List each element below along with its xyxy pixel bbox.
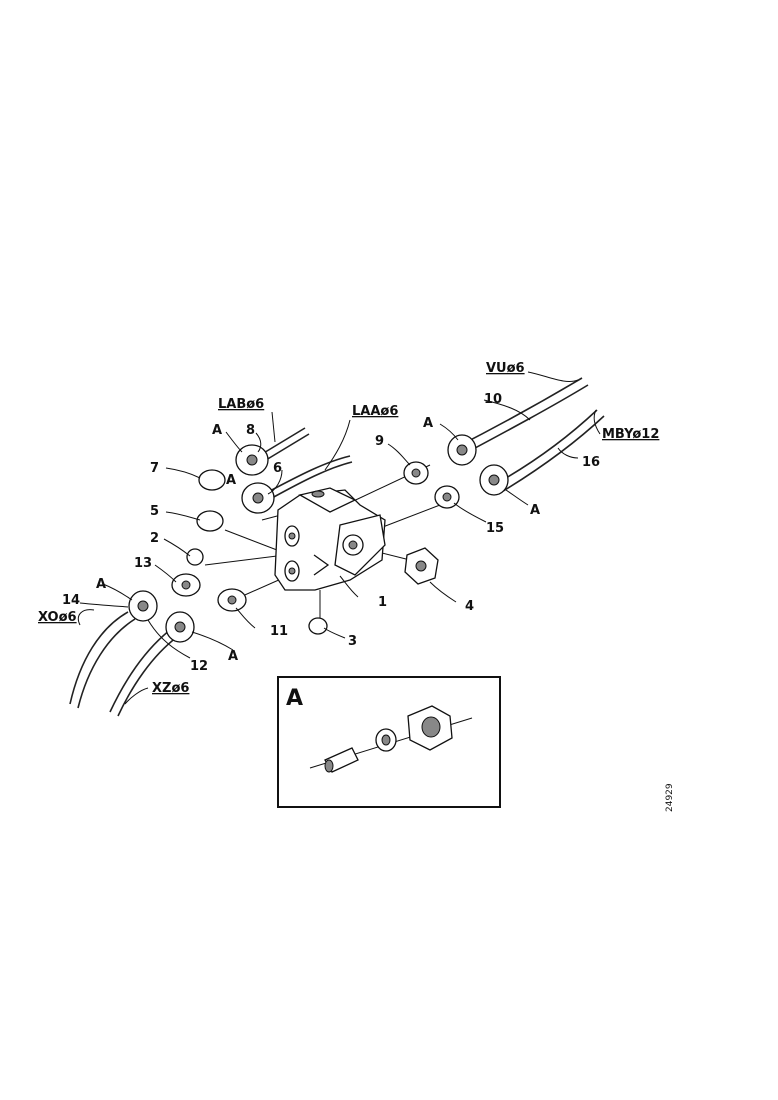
detail-marker-a: A [96,577,106,592]
inset-ring [375,728,397,752]
detail-marker-a: A [530,503,540,518]
parts [128,434,509,643]
callout-6: 6 [273,461,282,476]
callout-10: 10 [484,392,502,407]
detail-marker-a: A [226,473,236,488]
callout-2: 2 [150,531,159,546]
line-label-xz: XZø6 [152,681,189,696]
line-label-vu: VUø6 [486,361,525,376]
line-label-lab: LABø6 [218,397,264,412]
inset-nut [407,705,453,751]
callout-13: 13 [134,556,152,571]
callout-1: 1 [378,595,387,610]
inset-label: A [286,686,303,711]
inset-sleeve [324,747,359,773]
line-labels: LABø6 LAAø6 VUø6 MBYø12 XOø6 XZø6 [38,361,659,696]
callout-4: 4 [465,599,474,614]
detail-marker-a: A [212,423,222,438]
callout-11: 11 [270,624,288,639]
detail-marker-a: A [228,649,238,664]
callout-3: 3 [348,634,357,649]
detail-marker-a: A [423,416,433,431]
callout-9: 9 [375,434,384,449]
callout-7: 7 [150,461,159,476]
line-label-mby: MBYø12 [602,427,659,442]
inset-detail-a: A [277,676,501,808]
callout-16: 16 [582,455,600,470]
line-label-laa: LAAø6 [352,404,398,419]
callout-labels: 1 2 3 4 5 6 7 8 9 10 11 12 13 14 15 16 [62,392,600,674]
line-label-xo: XOø6 [38,610,77,625]
detail-a-markers: A A A A A A [96,416,540,664]
callout-15: 15 [486,521,504,536]
callout-14: 14 [62,593,80,608]
main-block [274,487,386,591]
drawing-code: 24929 [665,783,675,812]
callout-8: 8 [246,423,255,438]
leader-lines [77,371,601,705]
callout-5: 5 [150,504,159,519]
callout-12: 12 [190,659,208,674]
